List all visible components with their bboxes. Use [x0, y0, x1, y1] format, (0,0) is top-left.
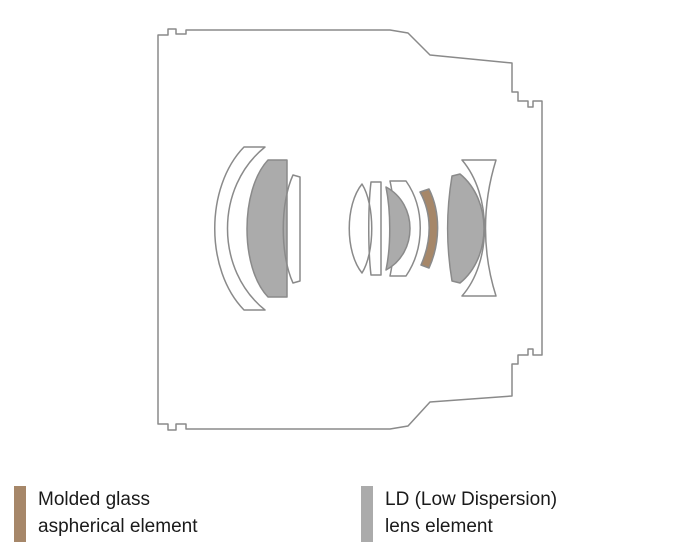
legend-ld-line-1: LD (Low Dispersion) — [385, 489, 558, 510]
legend-molded-glass: Molded glass aspherical element — [14, 486, 197, 542]
front-meniscus-lens — [214, 146, 266, 311]
legend-ld-line-2: lens element — [385, 516, 493, 537]
lens-cross-section-diagram — [157, 28, 543, 431]
ld-lens-element-1 — [246, 159, 288, 298]
legend-label-molded-glass: Molded glass aspherical element — [38, 486, 197, 540]
biconvex-lens-element — [348, 183, 373, 274]
legend-swatch-ld-element — [361, 486, 373, 542]
molded-glass-aspherical-element — [419, 188, 439, 269]
ld-lens-element-2 — [385, 186, 411, 271]
thin-lens-element-2 — [368, 181, 382, 276]
legend-swatch-molded-glass — [14, 486, 26, 542]
ld-lens-element-3 — [446, 173, 485, 284]
legend-label-ld-element: LD (Low Dispersion) lens element — [385, 486, 557, 540]
legend-ld-element: LD (Low Dispersion) lens element — [361, 486, 557, 542]
rear-lens-outer — [461, 159, 497, 297]
thin-lens-element-1 — [282, 174, 301, 284]
legend-molded-line-2: aspherical element — [38, 516, 198, 537]
legend-molded-line-1: Molded glass — [38, 489, 150, 510]
lens-barrel-outline — [157, 28, 543, 431]
